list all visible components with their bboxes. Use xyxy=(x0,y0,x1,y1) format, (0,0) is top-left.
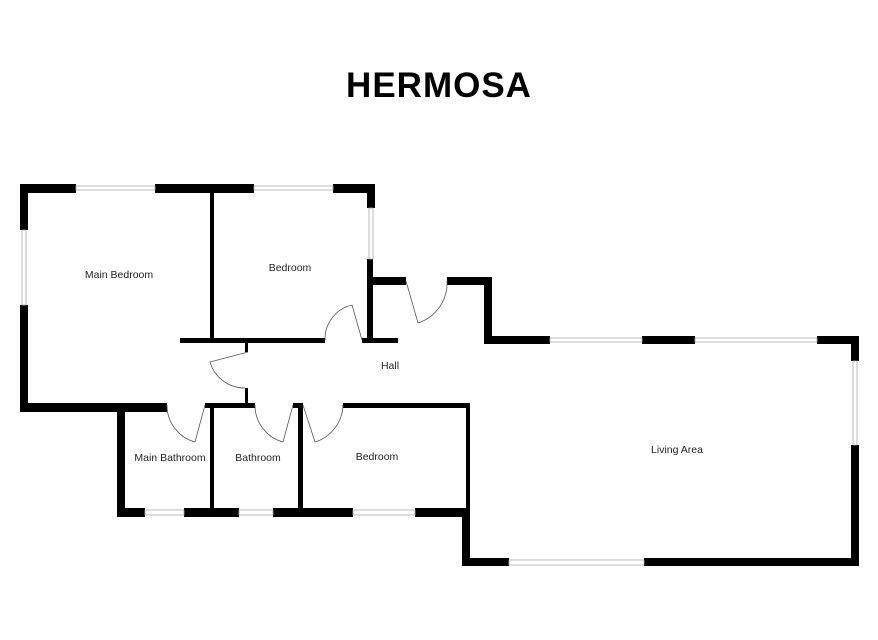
walls xyxy=(20,184,859,566)
room-label-bedroom: Bedroom xyxy=(269,262,312,274)
room-label-bathroom: Bathroom xyxy=(235,452,281,464)
room-label-bedroom-2: Bedroom xyxy=(356,451,399,463)
doors xyxy=(166,280,448,443)
room-label-main-bathroom: Main Bathroom xyxy=(134,452,205,464)
windows xyxy=(21,185,858,566)
floor-plan-title: HERMOSA xyxy=(346,66,532,105)
room-label-main-bedroom: Main Bedroom xyxy=(85,269,154,281)
room-label-living-area: Living Area xyxy=(651,444,703,456)
room-label-hall: Hall xyxy=(381,360,399,372)
